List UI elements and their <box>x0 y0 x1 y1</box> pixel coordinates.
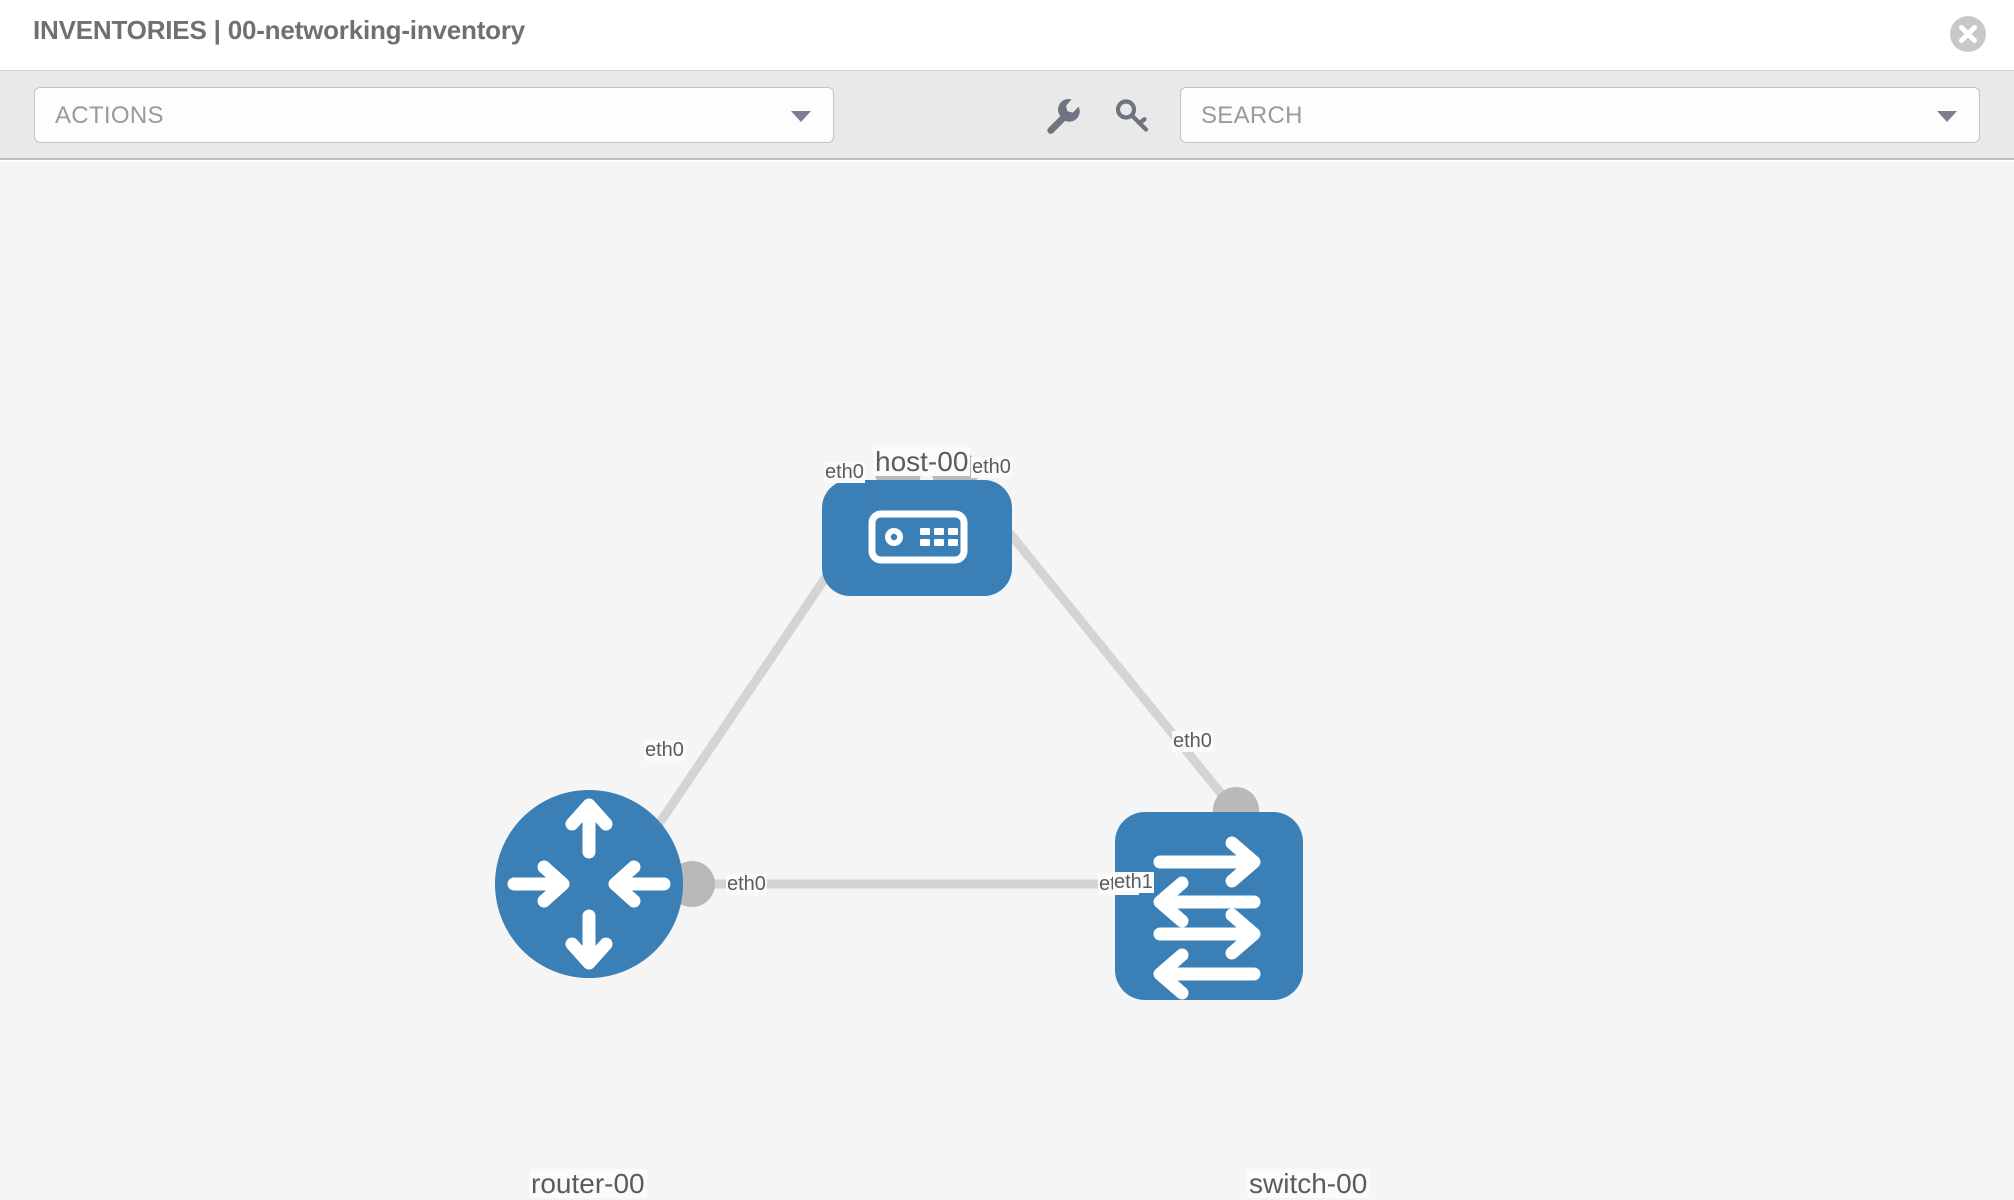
edge-label-switch-eth0-host: eth0 <box>1172 730 1213 752</box>
edge-label-router-eth0-host: eth0 <box>644 739 685 761</box>
edge-label-router-eth0-switch: eth0 <box>726 873 767 895</box>
server-icon <box>868 510 968 564</box>
edge-label-switch-eth1-router: eth1 <box>1113 871 1154 893</box>
chevron-down-icon <box>791 111 811 122</box>
page-title: INVENTORIES | 00-networking-inventory <box>33 15 526 45</box>
topology-canvas[interactable]: host-00 router-00 switch-00 eth0 eth0 et… <box>0 162 2014 1200</box>
edge-label-host-eth0-router: eth0 <box>824 461 865 483</box>
node-label-switch-00: switch-00 <box>1247 1168 1370 1199</box>
node-host-00[interactable] <box>822 480 1012 596</box>
search-input[interactable]: SEARCH <box>1180 87 1980 143</box>
actions-dropdown-label: ACTIONS <box>55 102 164 129</box>
key-icon[interactable] <box>1110 93 1156 139</box>
node-switch-00[interactable] <box>1115 812 1303 1000</box>
actions-dropdown[interactable]: ACTIONS <box>34 87 834 143</box>
toolbar: ACTIONS SEARCH <box>0 70 2014 160</box>
node-label-router-00: router-00 <box>529 1168 647 1199</box>
router-arrows-icon <box>507 798 671 970</box>
switch-arrows-icon <box>1153 836 1261 1000</box>
chevron-down-icon[interactable] <box>1937 111 1957 122</box>
close-icon[interactable] <box>1950 16 1986 52</box>
node-router-00[interactable] <box>495 790 683 978</box>
topology-graph <box>495 449 1303 1000</box>
wrench-icon[interactable] <box>1040 93 1086 139</box>
node-label-host-00: host-00 <box>873 446 971 477</box>
edge-label-host-eth0-switch: eth0 <box>971 456 1012 478</box>
page-header: INVENTORIES | 00-networking-inventory <box>0 0 2014 70</box>
search-placeholder: SEARCH <box>1201 102 1303 129</box>
